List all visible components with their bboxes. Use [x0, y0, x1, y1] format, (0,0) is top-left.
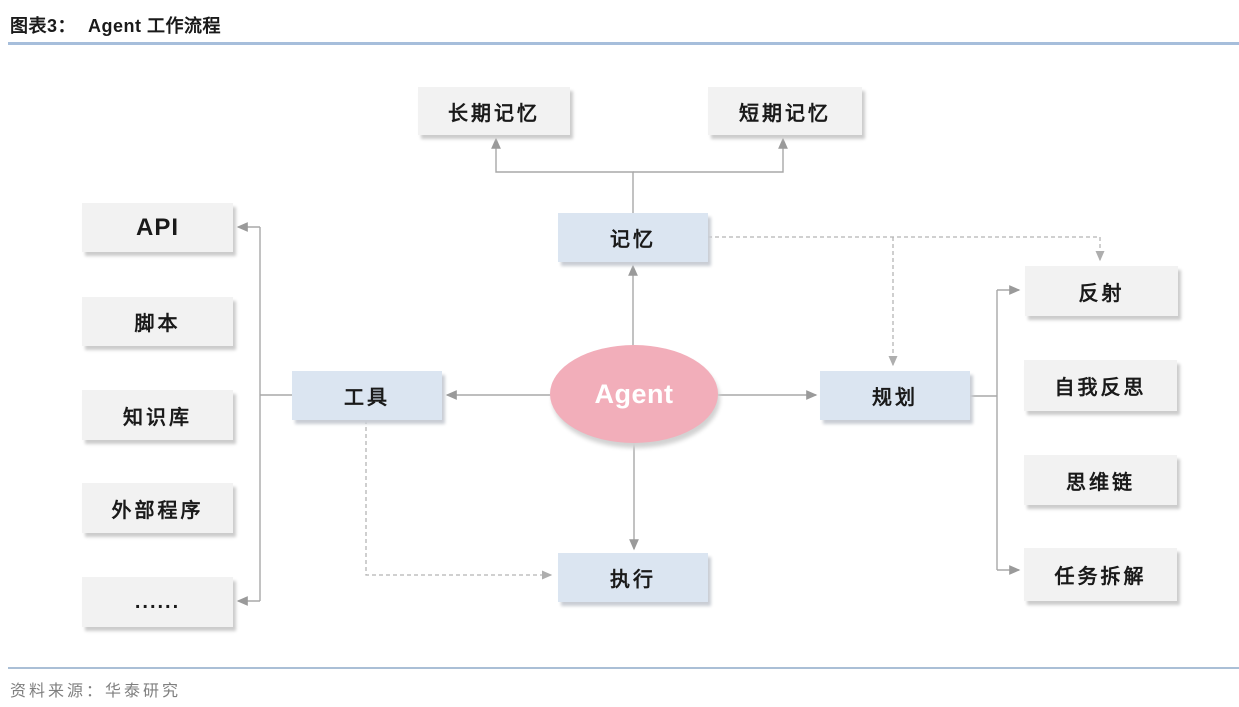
box-task-decomposition: 任务拆解	[1024, 548, 1177, 601]
box-label: API	[135, 213, 179, 241]
figure-label: 图表3：	[10, 16, 77, 36]
box-memory: 记忆	[558, 213, 708, 262]
agent-label: Agent	[594, 378, 674, 409]
box-label: ......	[134, 590, 181, 613]
figure-name: Agent 工作流程	[88, 16, 222, 36]
header-rule	[8, 42, 1239, 45]
source-note: 资料来源：华泰研究	[10, 683, 182, 700]
box-label: 执行	[610, 569, 656, 591]
box-label: 工具	[344, 387, 390, 409]
footer-rule	[8, 667, 1239, 669]
box-external-program: 外部程序	[82, 483, 233, 533]
box-tools: 工具	[292, 371, 442, 420]
box-execution: 执行	[558, 553, 708, 602]
box-short-term-memory: 短期记忆	[708, 87, 862, 135]
box-api: API	[82, 203, 233, 252]
dashed-tools-to-execution	[365, 420, 553, 580]
box-reflection: 反射	[1025, 266, 1178, 316]
box-label: 记忆	[610, 229, 656, 251]
box-label: 任务拆解	[1054, 566, 1147, 588]
box-long-term-memory: 长期记忆	[418, 87, 570, 135]
box-knowledge-base: 知识库	[82, 390, 233, 440]
box-label: 脚本	[134, 313, 181, 335]
box-self-reflection: 自我反思	[1024, 360, 1177, 411]
box-label: 长期记忆	[448, 102, 540, 125]
box-planning: 规划	[820, 371, 970, 420]
box-label: 反射	[1078, 282, 1125, 305]
figure-title: 图表3： Agent 工作流程	[10, 12, 221, 38]
dashed-memory-to-reflect	[708, 236, 1105, 262]
box-label: 外部程序	[111, 499, 204, 522]
box-script: 脚本	[82, 297, 233, 346]
box-chain-of-thought: 思维链	[1024, 455, 1177, 505]
box-label: 自我反思	[1054, 377, 1147, 399]
arrow-memory-to-shortterm	[633, 137, 788, 173]
box-label: 思维链	[1066, 471, 1135, 494]
box-ellipsis: ......	[82, 577, 233, 627]
bracket-tools	[259, 227, 292, 601]
box-label: 短期记忆	[739, 102, 831, 125]
box-label: 知识库	[123, 406, 192, 429]
arrow-memory-to-longterm	[491, 137, 634, 213]
bracket-planning	[970, 290, 998, 570]
agent-ellipse: Agent	[550, 345, 718, 443]
box-label: 规划	[872, 387, 918, 409]
